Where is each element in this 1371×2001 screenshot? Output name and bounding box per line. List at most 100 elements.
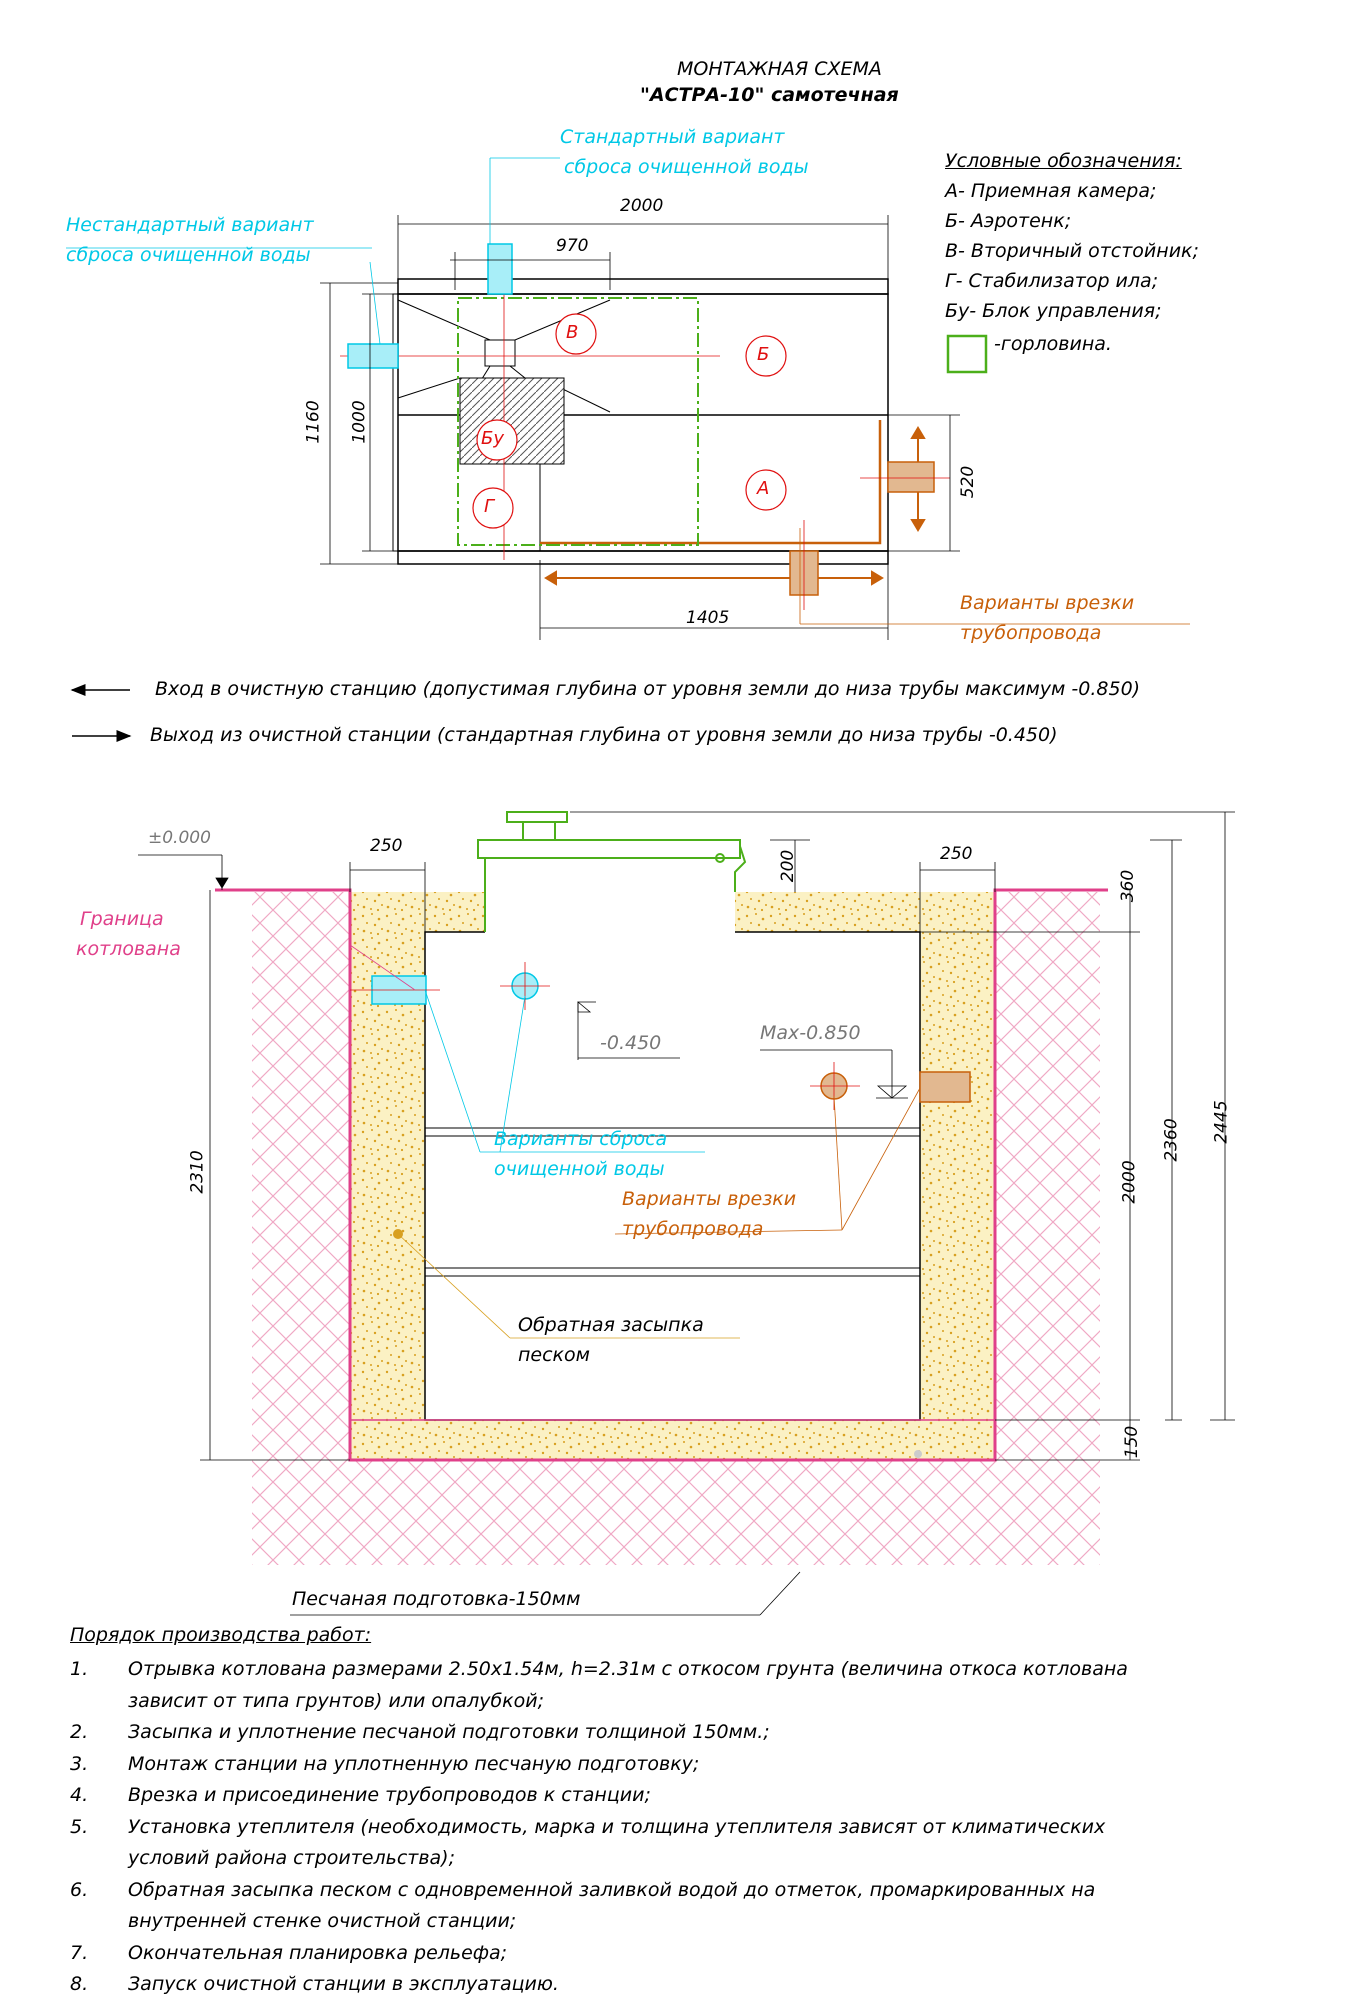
work-step-line: Установка утеплителя (необходимость, мар…	[128, 1815, 1106, 1838]
work-step-number: 8.	[70, 1973, 89, 1995]
dim-1405: 1405	[686, 608, 730, 628]
work-step-line: Засыпка и уплотнение песчаной подготовки…	[128, 1721, 770, 1743]
dim-2000-section: 2000	[1119, 1160, 1140, 1204]
level-max-850: Max-0.850	[760, 1022, 861, 1044]
dim-2445: 2445	[1211, 1100, 1232, 1144]
work-step: 2. Засыпка и уплотнение песчаной подготов…	[70, 1717, 1360, 1749]
flow-arrows	[70, 684, 132, 742]
neck-outline	[457, 297, 699, 546]
work-step-number: 1.	[70, 1658, 89, 1680]
section-dimensions	[138, 811, 1235, 1616]
dim-520: 520	[958, 465, 979, 499]
work-step-number: 2.	[70, 1721, 89, 1743]
plan-inlet-label-1: Варианты врезки	[960, 592, 1135, 614]
dim-2310: 2310	[187, 1150, 208, 1194]
title-line2: "АСТРА-10" самотечная	[640, 84, 899, 106]
inlet-outline	[540, 420, 882, 545]
legend-neck-label: -горловина.	[994, 333, 1112, 355]
outlet-arrow-text: Выход из очистной станции (стандартная г…	[150, 724, 1058, 746]
dim-250-left: 250	[370, 836, 403, 856]
dim-150: 150	[1122, 1425, 1143, 1459]
works-steps: 1. Отрывка котлована размерами 2.50х1.54м…	[70, 1654, 1360, 2001]
work-step-line: Отрывка котлована размерами 2.50х1.54м, …	[128, 1658, 1128, 1680]
work-step: 5. Установка утеплителя (необходимость, м…	[70, 1812, 1360, 1875]
works-title: Порядок производства работ:	[70, 1624, 372, 1646]
work-step-number: 4.	[70, 1784, 89, 1806]
work-step-text: Отрывка котлована размерами 2.50х1.54м, …	[128, 1654, 1360, 1717]
work-step-line: Монтаж станции на уплотненную песчаную п…	[128, 1752, 700, 1775]
work-step-line: Запуск очистной станции в эксплуатацию.	[128, 1973, 559, 1995]
dim-250-right: 250	[940, 844, 973, 864]
lid-green	[477, 839, 741, 859]
work-step: 3. Монтаж станции на уплотненную песчаную…	[70, 1749, 1360, 1781]
work-step: 4. Врезка и присоединение трубопроводов к…	[70, 1780, 1360, 1812]
std-outlet-pipe	[487, 243, 513, 295]
title-line1: МОНТАЖНАЯ СХЕМА	[677, 58, 882, 80]
pit-border-label-2: котлована	[76, 938, 181, 960]
legend-item-g: Г- Стабилизатор ила;	[945, 270, 1159, 292]
legend-item-v: В- Вторичный отстойник;	[945, 240, 1199, 262]
nonstd-outlet-label-1: Нестандартный вариант	[66, 214, 314, 236]
dim-970: 970	[556, 236, 589, 256]
dim-2000-plan: 2000	[620, 196, 664, 216]
work-step-line: Обратная засыпка песком с одновременной …	[128, 1878, 1096, 1901]
dim-1160: 1160	[303, 400, 324, 444]
section-outlet-label-1: Варианты сброса	[494, 1128, 668, 1150]
work-step-number: 5.	[70, 1815, 89, 1838]
legend-item-bu: Бу- Блок управления;	[945, 300, 1162, 322]
pit-border-label-1: Граница	[80, 908, 164, 930]
work-step-text: Обратная засыпка песком с одновременной …	[128, 1875, 1360, 1938]
work-step-line: зависит от типа грунтов) или опалубкой;	[128, 1689, 545, 1712]
sand-bed-label: Песчаная подготовка-150мм	[292, 1588, 581, 1610]
legend-item-b: Б- Аэротенк;	[945, 210, 1072, 232]
plan-inlet-label-2: трубопровода	[960, 622, 1102, 644]
soil-hatch	[252, 892, 1100, 1565]
backfill-label-2: песком	[518, 1344, 590, 1366]
work-step-number: 3.	[70, 1752, 89, 1775]
legend-title: Условные обозначения:	[945, 150, 1182, 172]
sand-backfill	[350, 892, 995, 1460]
chamber-bu: Бу	[481, 428, 505, 449]
std-outlet-label-1: Стандартный вариант	[560, 126, 785, 148]
plan-view	[340, 255, 889, 565]
section-inlet-label-1: Варианты врезки	[622, 1188, 797, 1210]
inlet-arrow-text: Вход в очистную станцию (допустимая глуб…	[155, 678, 1141, 700]
dim-2360: 2360	[1161, 1118, 1182, 1162]
zero-level: ±0.000	[148, 828, 211, 848]
level-minus-450: -0.450	[600, 1032, 662, 1054]
work-step-number: 7.	[70, 1941, 89, 1964]
work-step: 7. Окончательная планировка рельефа;	[70, 1938, 1360, 1970]
section-inlet-pipe	[919, 1071, 971, 1103]
section-view	[215, 811, 1108, 1565]
work-step-text: Установка утеплителя (необходимость, мар…	[128, 1812, 1360, 1875]
chamber-b: Б	[757, 344, 770, 365]
dim-360: 360	[1118, 869, 1139, 903]
section-inlet-label-2: трубопровода	[622, 1218, 764, 1240]
std-outlet-label-2: сброса очищенной воды	[564, 156, 809, 178]
chamber-g: Г	[484, 496, 495, 517]
section-outlet-label-2: очищенной воды	[494, 1158, 665, 1180]
work-step-line: внутренней стенке очистной станции;	[128, 1910, 517, 1932]
plan-dimensions	[66, 157, 1190, 640]
work-step-line: Врезка и присоединение трубопроводов к с…	[128, 1784, 651, 1806]
dim-200: 200	[778, 849, 799, 883]
dim-1000: 1000	[349, 400, 370, 444]
nonstd-outlet-label-2: сброса очищенной воды	[66, 244, 311, 266]
work-step: 8. Запуск очистной станции в эксплуатацию…	[70, 1969, 1360, 2001]
plan-inlet-arrows	[544, 426, 926, 586]
chamber-markers	[472, 313, 787, 529]
work-step-text: Монтаж станции на уплотненную песчаную п…	[128, 1749, 1360, 1781]
work-step-number: 6.	[70, 1878, 89, 1901]
inlet-pipe-side	[887, 461, 935, 493]
work-step-line: условий района строительства);	[128, 1847, 455, 1869]
legend-neck-swatch	[946, 334, 988, 374]
work-step-text: Засыпка и уплотнение песчаной подготовки…	[128, 1717, 1360, 1749]
nonstd-outlet-pipe	[347, 343, 399, 369]
chamber-a: А	[757, 478, 770, 499]
work-step: 1. Отрывка котлована размерами 2.50х1.54м…	[70, 1654, 1360, 1717]
plan-pipes	[347, 243, 950, 610]
plan-top-rim	[397, 278, 889, 295]
work-step-line: Окончательная планировка рельефа;	[128, 1941, 508, 1964]
chamber-v: В	[566, 322, 579, 343]
